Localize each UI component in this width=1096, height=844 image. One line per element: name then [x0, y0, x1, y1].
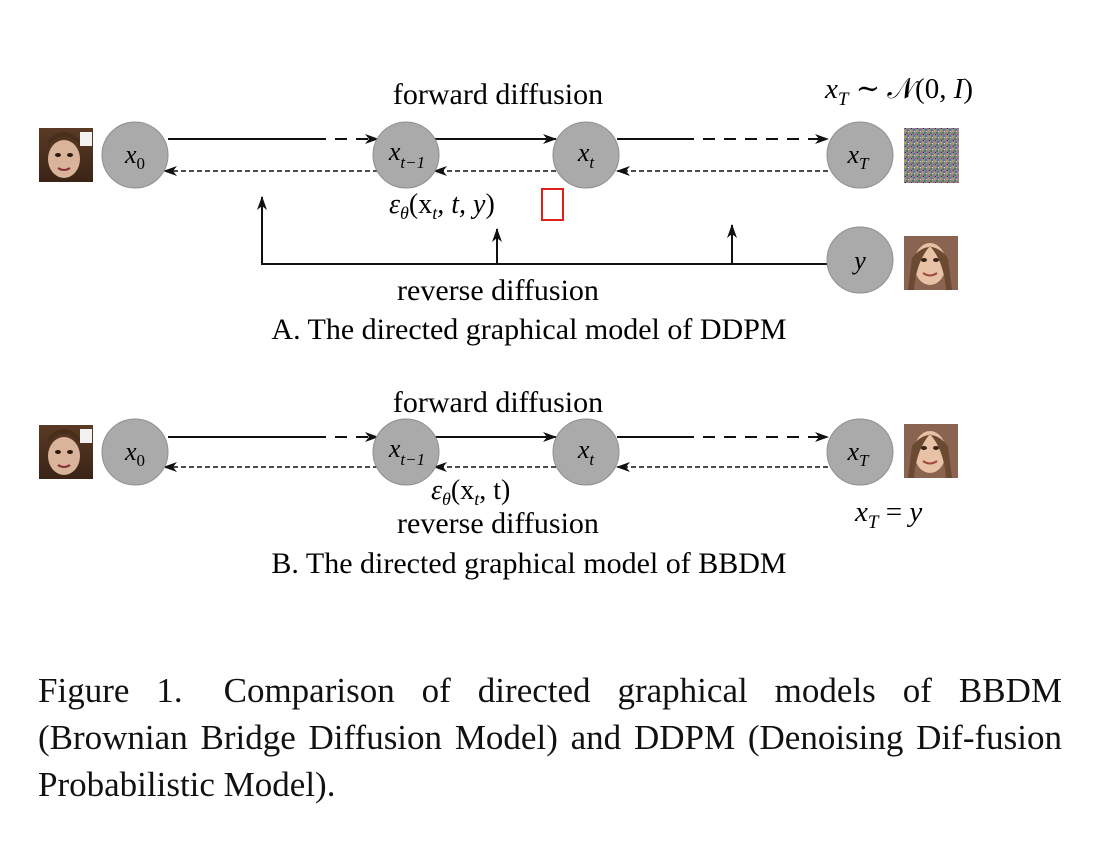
svg-text:y: y	[851, 246, 866, 275]
photo-face-image-a	[904, 236, 958, 290]
figure-label: Figure 1.	[38, 671, 183, 710]
panel-a-title: A. The directed graphical model of DDPM	[271, 313, 786, 346]
reverse-diffusion-label-a: reverse diffusion	[397, 274, 599, 307]
figure-diagram: forward diffusion xT ∼ 𝒩(0, I) x0 xt−1 x	[39, 73, 973, 580]
xT-equals-y-label: xT = y	[854, 496, 922, 533]
highlight-box-y	[541, 188, 564, 221]
svg-text:x0: x0	[124, 437, 145, 470]
forward-diffusion-label-b: forward diffusion	[393, 386, 603, 419]
node-x0-b: x0	[101, 418, 169, 486]
svg-text:xt−1: xt−1	[388, 137, 425, 172]
panel-b: forward diffusion x0 xt−1 xt xT εθ(xt, t…	[39, 386, 958, 580]
panel-a: forward diffusion xT ∼ 𝒩(0, I) x0 xt−1 x	[39, 73, 973, 346]
caption-text: Comparison of directed graphical models …	[38, 671, 1062, 804]
svg-text:xT: xT	[846, 140, 870, 173]
node-xt-minus-1-a: xt−1	[372, 121, 440, 189]
anime-face-image	[39, 128, 93, 182]
node-x0-a: x0	[101, 121, 169, 189]
prior-x: x	[824, 73, 838, 105]
condition-line	[257, 196, 830, 265]
figure-caption: Figure 1. Comparison of directed graphic…	[38, 667, 1062, 808]
reverse-diffusion-label-b: reverse diffusion	[397, 507, 599, 540]
panel-b-title: B. The directed graphical model of BBDM	[271, 547, 786, 580]
node-xT-b: xT	[826, 418, 894, 486]
anime-face-image-b	[39, 425, 93, 479]
svg-text:x0: x0	[124, 140, 145, 173]
svg-text:xt−1: xt−1	[388, 434, 425, 469]
node-xt-minus-1-b: xt−1	[372, 418, 440, 486]
eps-model-label-a: εθ(xt, t, y)	[389, 189, 495, 223]
svg-text:xt: xt	[577, 435, 596, 469]
photo-face-image-b	[904, 424, 958, 478]
node-xt-b: xt	[552, 418, 620, 486]
prior-label: xT ∼ 𝒩(0, I)	[824, 73, 973, 110]
svg-text:xT: xT	[846, 437, 870, 470]
node-xT-a: xT	[826, 121, 894, 189]
svg-text:xt: xt	[577, 138, 596, 172]
forward-diffusion-label-a: forward diffusion	[393, 78, 603, 111]
node-y: y	[826, 226, 894, 294]
node-xt-a: xt	[552, 121, 620, 189]
eps-model-label-b: εθ(xt, t)	[431, 475, 510, 509]
noise-image	[904, 128, 959, 183]
